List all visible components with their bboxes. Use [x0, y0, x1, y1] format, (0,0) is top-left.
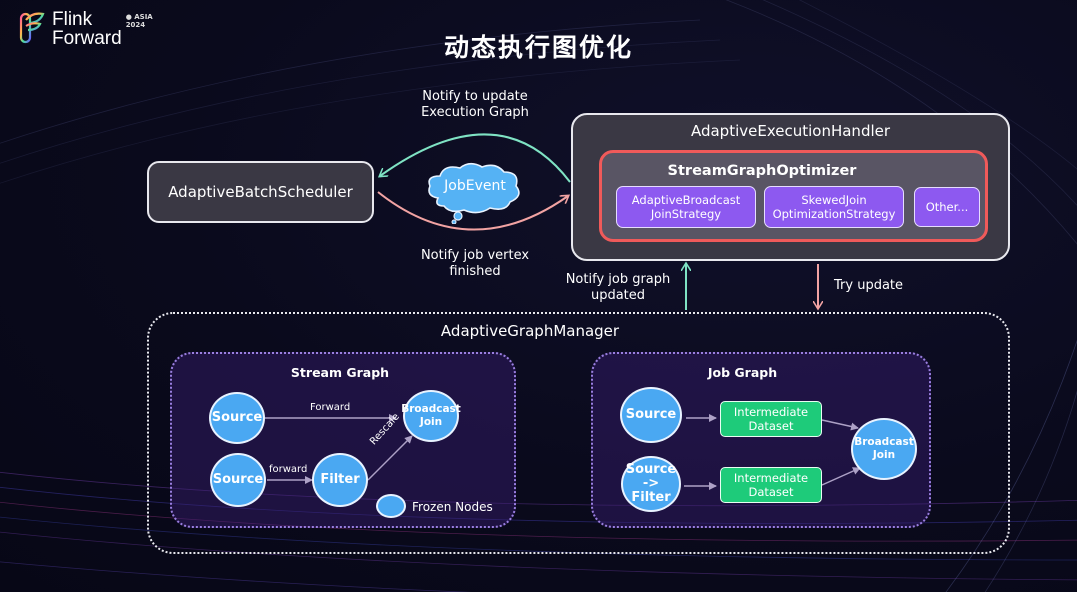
logo-badge-line1: ● ASIA	[125, 13, 153, 21]
label-notify-update-execution: Notify to update Execution Graph	[421, 89, 529, 120]
job-dataset-2[interactable]: Intermediate Dataset	[720, 467, 822, 503]
frozen-nodes-legend-label: Frozen Nodes	[412, 500, 493, 514]
stream-node-broadcast-join[interactable]: Broadcast Join	[401, 390, 461, 442]
adaptive-batch-scheduler-box[interactable]: AdaptiveBatchScheduler	[147, 161, 374, 223]
cloud-icon	[428, 162, 520, 225]
job-node-source-filter[interactable]: Source -> Filter	[621, 456, 681, 512]
flink-forward-logo: Flink Forward ● ASIA 2024	[18, 10, 153, 48]
label-notify-job-graph-updated: Notify job graph updated	[565, 272, 671, 303]
optimizer-label: StreamGraphOptimizer	[667, 163, 857, 179]
edge-label-forward-upper: Forward	[310, 402, 351, 413]
strategy-skewed-join[interactable]: SkewedJoin OptimizationStrategy	[764, 186, 904, 228]
handler-label: AdaptiveExecutionHandler	[690, 122, 891, 140]
stream-node-filter[interactable]: Filter	[312, 453, 368, 507]
job-dataset-1[interactable]: Intermediate Dataset	[720, 401, 822, 437]
job-event-cloud: JobEvent	[420, 158, 530, 225]
manager-label: AdaptiveGraphManager	[440, 322, 620, 340]
adaptive-graph-manager-box[interactable]	[147, 312, 1010, 554]
logo-badge-line2: 2024	[125, 21, 146, 29]
stream-node-source-1[interactable]: Source	[209, 392, 265, 444]
job-event-label: JobEvent	[444, 178, 506, 194]
strategy-other[interactable]: Other...	[914, 187, 980, 227]
frozen-nodes-legend-icon	[376, 494, 406, 518]
flink-logo-icon	[19, 12, 45, 44]
job-node-broadcast-join[interactable]: Broadcast Join	[851, 418, 917, 480]
scheduler-label: AdaptiveBatchScheduler	[168, 183, 353, 201]
label-try-update: Try update	[834, 278, 904, 293]
edge-label-forward-lower: forward	[269, 464, 308, 475]
logo-line1: Flink	[52, 9, 93, 30]
stream-node-source-2[interactable]: Source	[210, 453, 266, 507]
strategy-adaptive-broadcast-join[interactable]: AdaptiveBroadcast JoinStrategy	[616, 186, 756, 228]
stream-graph-title: Stream Graph	[290, 365, 390, 380]
label-notify-vertex-finished: Notify job vertex finished	[420, 248, 530, 279]
page-title: 动态执行图优化	[443, 33, 633, 62]
logo-line2: Forward	[52, 28, 122, 49]
job-graph-title: Job Graph	[707, 365, 778, 380]
job-node-source[interactable]: Source	[620, 387, 682, 443]
